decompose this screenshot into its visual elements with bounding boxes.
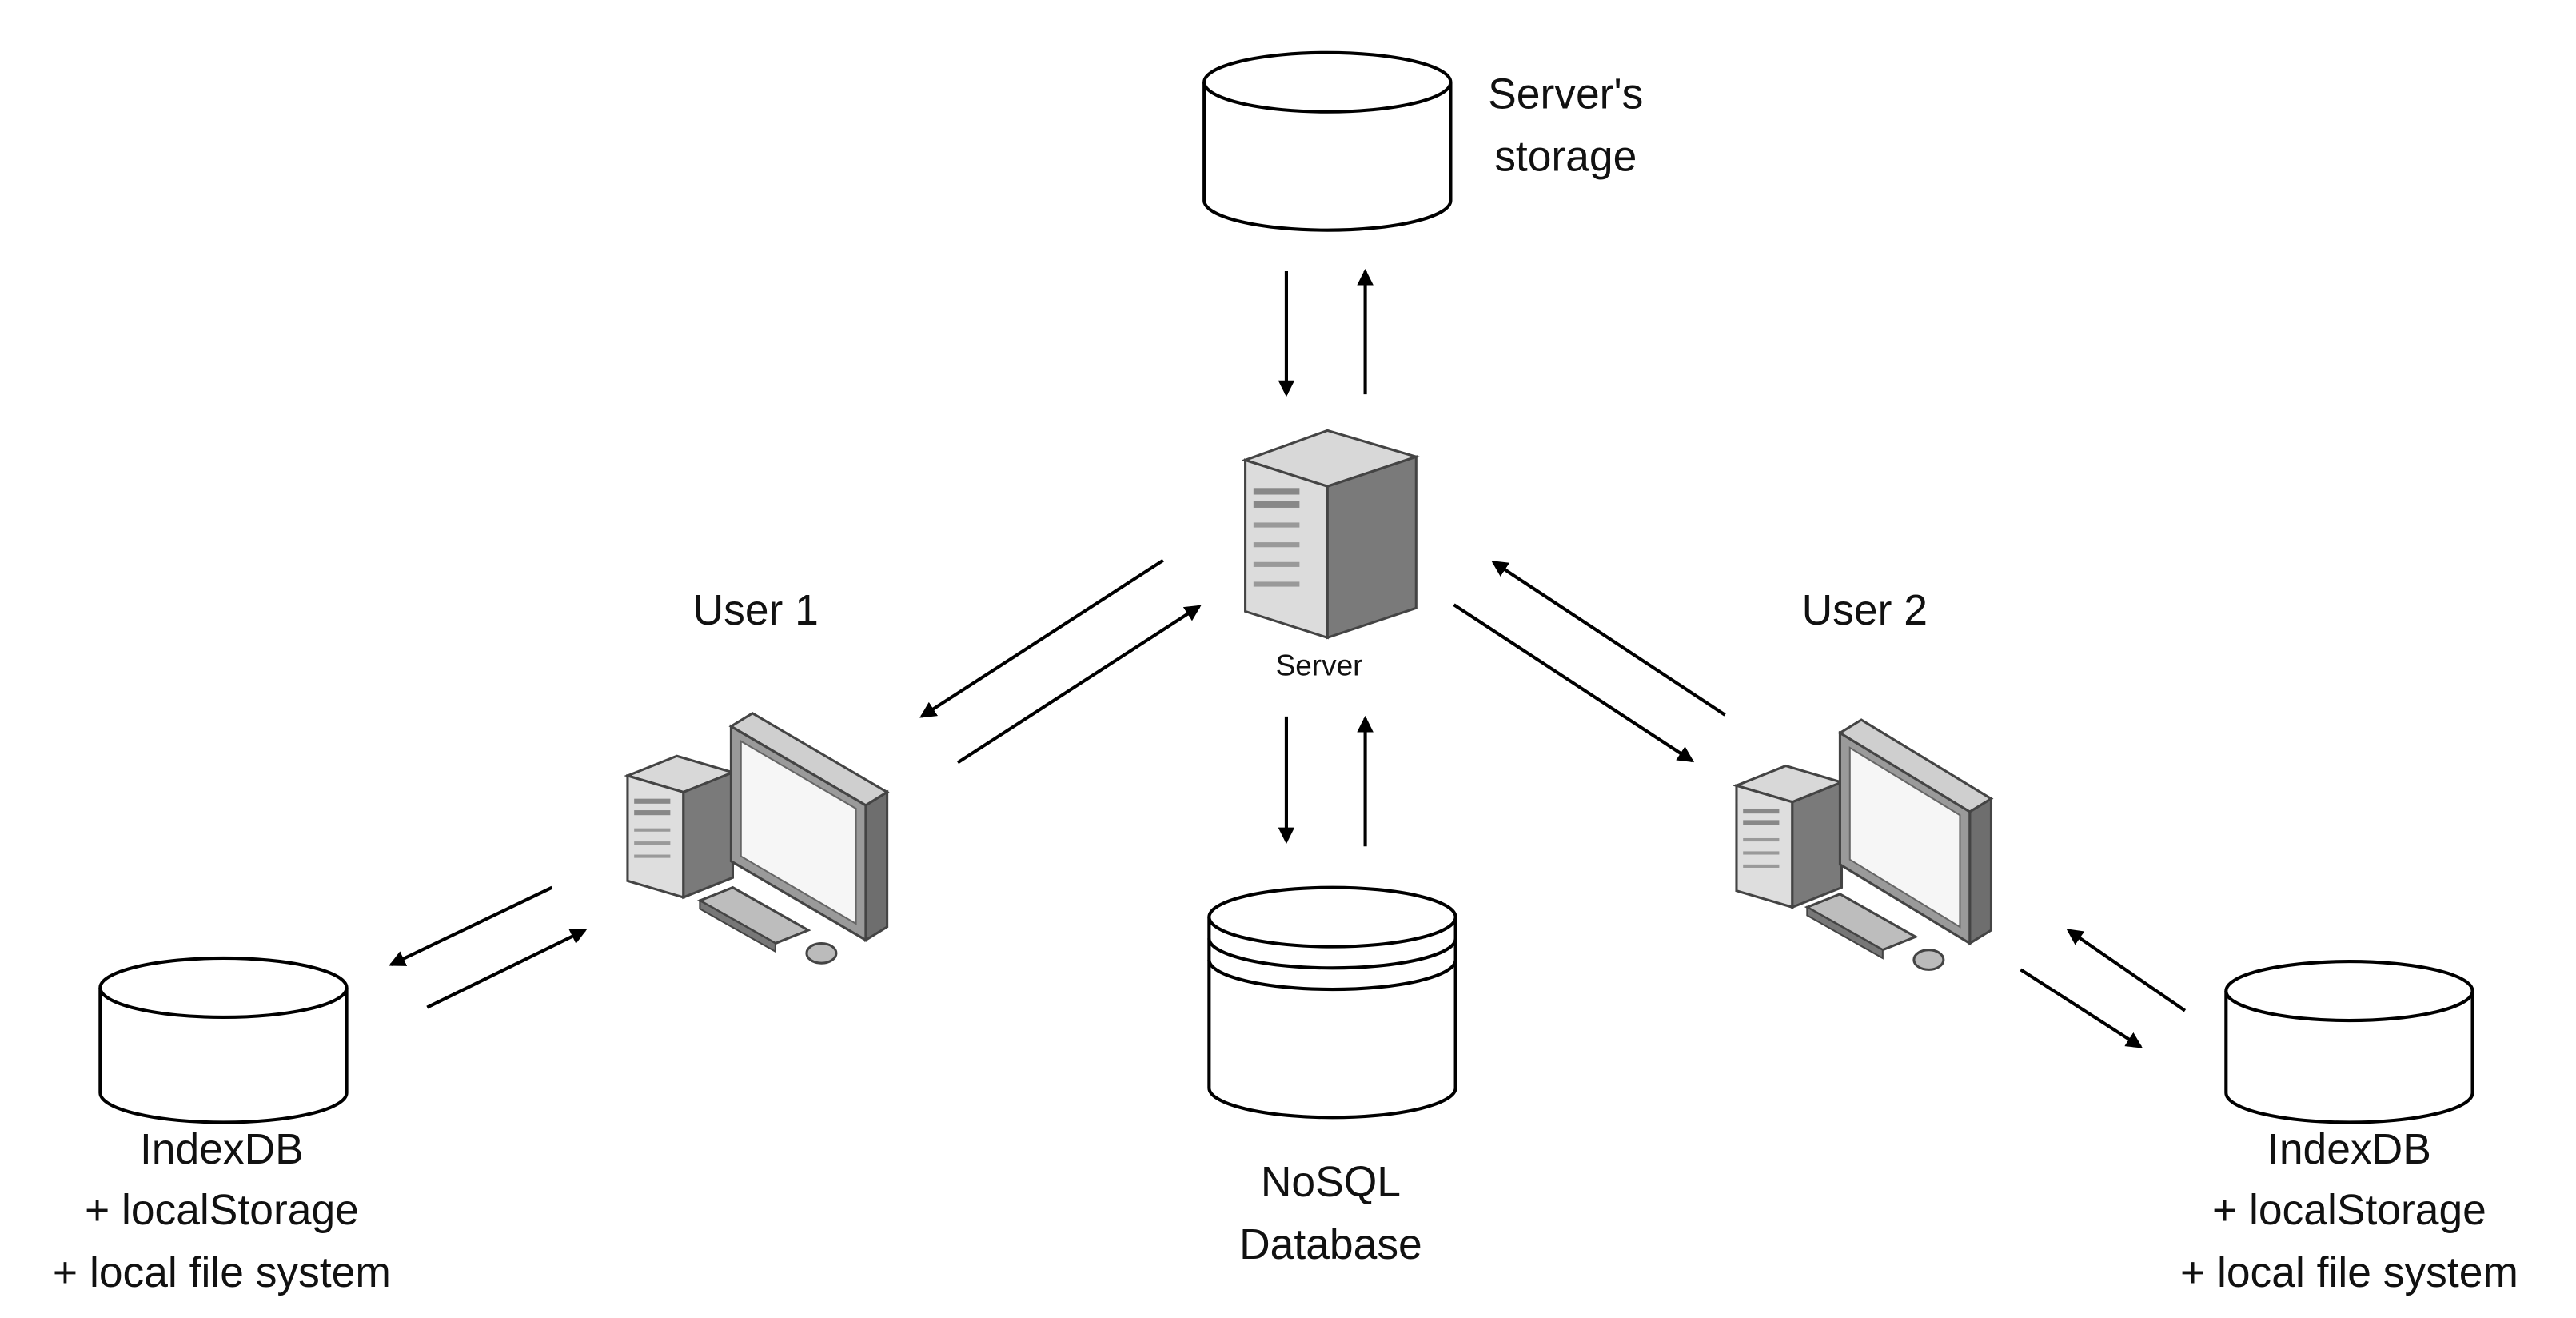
user1-computer-icon <box>624 712 890 965</box>
server-storage-label-line2: storage <box>1494 134 1637 181</box>
user1-local-storage-cylinder <box>98 956 349 1124</box>
user2-label: User 2 <box>1802 587 1928 634</box>
user2-computer-icon <box>1733 718 1994 971</box>
nosql-label-line1: NoSQL <box>1261 1159 1401 1206</box>
user1-storage-line3: + local file system <box>53 1249 391 1296</box>
arrow-server-to-user2 <box>1453 603 1695 763</box>
user2-local-storage-cylinder <box>2224 960 2474 1124</box>
user1-storage-line2: + localStorage <box>85 1187 359 1234</box>
user2-storage-line3: + local file system <box>2180 1249 2518 1296</box>
user1-label: User 1 <box>693 587 819 634</box>
arrow-localdb-to-user2 <box>2066 929 2187 1012</box>
user2-storage-line1: IndexDB <box>2267 1126 2431 1173</box>
arrow-user1-to-localdb <box>389 885 553 967</box>
user1-storage-line1: IndexDB <box>140 1126 304 1173</box>
server-storage-cylinder <box>1202 50 1453 232</box>
server-icon <box>1241 429 1421 640</box>
arrow-user1-to-server <box>956 605 1202 765</box>
nosql-label-line2: Database <box>1239 1221 1422 1268</box>
arrow-server-to-user1 <box>919 558 1164 718</box>
nosql-database-cylinder <box>1207 885 1457 1120</box>
server-label: Server <box>1276 649 1363 682</box>
server-storage-label-line1: Server's <box>1488 71 1643 118</box>
arrow-user2-to-localdb <box>2020 968 2143 1048</box>
arrow-localdb-to-user1 <box>426 929 588 1009</box>
user2-storage-line2: + localStorage <box>2212 1187 2486 1234</box>
arrow-user2-to-server <box>1491 561 1726 717</box>
